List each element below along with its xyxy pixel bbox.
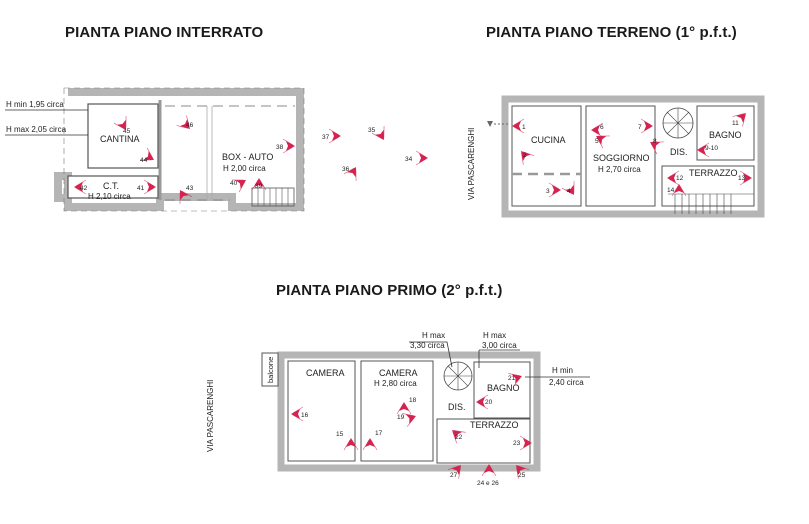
room-ct-height: H 2,10 circa <box>88 192 131 201</box>
hmin-label: H min 1,95 circa <box>6 100 64 109</box>
room-terrazzo: TERRAZZO <box>689 168 738 178</box>
room-bagno: BAGNO <box>709 130 742 140</box>
marker-46: 46 <box>186 122 194 129</box>
marker-23: 23 <box>513 440 521 447</box>
plan-terreno: VIA PASCARENGHI CUCINA SOGGIORNO H 2,70 … <box>467 95 765 218</box>
marker-7: 7 <box>638 124 642 131</box>
marker-18: 18 <box>409 397 417 404</box>
marker-19: 19 <box>397 414 405 421</box>
marker-3: 3 <box>546 188 550 195</box>
marker-39: 39 <box>255 183 263 190</box>
hmax2-value: 3,00 circa <box>482 341 517 350</box>
marker-35: 35 <box>368 127 376 134</box>
marker-43: 43 <box>186 185 194 192</box>
room-camera-1: CAMERA <box>306 368 345 378</box>
room-camera-2: CAMERA <box>379 368 418 378</box>
marker-13: 13 <box>738 175 746 182</box>
room-ct: C.T. <box>103 181 119 191</box>
marker-37: 37 <box>322 134 330 141</box>
room-terrazzo: TERRAZZO <box>470 420 519 430</box>
marker-1: 1 <box>522 124 526 131</box>
marker-16: 16 <box>301 412 309 419</box>
title-piano-terreno: PIANTA PIANO TERRENO (1° p.f.t.) <box>486 24 737 41</box>
hmin-value: 2,40 circa <box>549 378 584 387</box>
room-soggiorno: SOGGIORNO <box>593 153 650 163</box>
room-cantina: CANTINA <box>100 134 140 144</box>
marker-12: 12 <box>676 175 684 182</box>
marker-27: 27 <box>450 472 458 479</box>
marker-42: 42 <box>80 185 88 192</box>
marker-8: 8 <box>653 138 657 145</box>
hmin-label: H min <box>552 366 573 375</box>
marker-41: 41 <box>137 185 145 192</box>
marker-21: 21 <box>508 375 516 382</box>
marker-6: 6 <box>600 124 604 131</box>
marker-15: 15 <box>336 431 344 438</box>
hmax-label: H max 2,05 circa <box>6 125 67 134</box>
title-piano-primo: PIANTA PIANO PRIMO (2° p.f.t.) <box>276 282 503 299</box>
hmax1-value: 3,30 circa <box>410 341 445 350</box>
marker-36: 36 <box>342 166 350 173</box>
room-dis: DIS. <box>670 147 688 157</box>
room-camera-2-height: H 2,80 circa <box>374 379 417 388</box>
street-label-primo: VIA PASCARENGHI <box>206 380 215 452</box>
balcony-label: balcone <box>266 357 275 383</box>
room-dis: DIS. <box>448 402 466 412</box>
marker-45: 45 <box>123 128 131 135</box>
marker-14: 14 <box>667 187 675 194</box>
room-soggiorno-height: H 2,70 circa <box>598 165 641 174</box>
marker-38: 38 <box>276 144 284 151</box>
street-label-terreno: VIA PASCARENGHI <box>467 128 476 200</box>
marker-24-26: 24 e 26 <box>477 480 499 487</box>
marker-22: 22 <box>455 434 463 441</box>
room-cucina: CUCINA <box>531 135 566 145</box>
room-box-auto-height: H 2,00 circa <box>223 164 266 173</box>
marker-34: 34 <box>405 156 413 163</box>
marker-17: 17 <box>375 430 383 437</box>
marker-11: 11 <box>732 120 739 127</box>
hmax2-label: H max <box>483 331 506 340</box>
marker-5: 5 <box>595 138 599 145</box>
marker-20: 20 <box>485 399 493 406</box>
plan-interrato: H min 1,95 circa H max 2,05 circa CANTIN… <box>5 87 429 212</box>
room-box-auto: BOX - AUTO <box>222 152 273 162</box>
marker-25: 25 <box>518 472 526 479</box>
title-piano-interrato: PIANTA PIANO INTERRATO <box>65 24 264 41</box>
marker-2: 2 <box>523 152 527 159</box>
marker-44: 44 <box>140 157 148 164</box>
marker-9-10: 9-10 <box>705 145 718 152</box>
marker-4: 4 <box>567 188 571 195</box>
plan-primo: balcone VIA PASCARENGHI H max 3,30 circa… <box>206 331 590 487</box>
hmax1-label: H max <box>422 331 445 340</box>
room-bagno: BAGNO <box>487 383 520 393</box>
marker-40: 40 <box>230 180 238 187</box>
